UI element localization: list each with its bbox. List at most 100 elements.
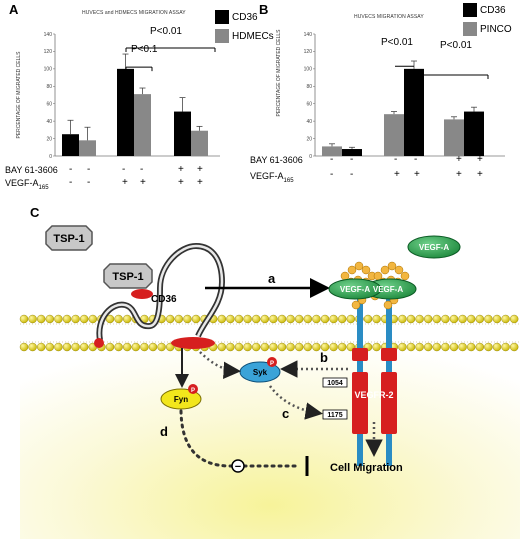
membrane-bead (312, 342, 321, 352)
membrane-bead (424, 342, 433, 352)
membrane-bead (475, 342, 484, 352)
legend-label: CD36 (232, 11, 258, 23)
panel-b-sign: + (477, 169, 483, 180)
panel-a-sign: + (178, 177, 184, 188)
membrane-bead (243, 342, 252, 352)
membrane-bead (157, 342, 166, 352)
membrane-bead (19, 314, 29, 324)
membrane-bead (303, 314, 312, 324)
membrane-bead (484, 314, 493, 324)
panel-a-sign: + (140, 177, 146, 188)
membrane-bead (28, 314, 37, 324)
arrow-a-label: a (268, 271, 276, 286)
membrane-bead (183, 314, 192, 324)
membrane-bead (492, 342, 502, 352)
panel-b-sign: - (330, 154, 334, 165)
panel-a-sig-1: P<0.1 (131, 44, 158, 55)
membrane-bead (484, 342, 493, 352)
membrane-bead (320, 314, 330, 324)
panel-a-sign: - (122, 164, 126, 175)
receptor-bead (380, 265, 390, 275)
membrane-bead (54, 314, 63, 324)
vegfa-free: VEGF-A (407, 235, 461, 259)
vegfa-bound: VEGF-A VEGF-A (328, 278, 417, 300)
panel-a-sign: - (69, 164, 73, 175)
membrane-bead (501, 342, 510, 352)
arrow-d (179, 409, 302, 468)
membrane-bead (458, 314, 467, 324)
membrane-bead (234, 314, 244, 324)
receptor-bead (347, 265, 357, 275)
y-tick-label: 140 (44, 32, 53, 38)
membrane-bead (277, 342, 287, 352)
tsp1-bound: TSP-1 (103, 263, 153, 289)
bar (174, 111, 191, 156)
receptor-bead (351, 300, 361, 310)
membrane-bead (269, 342, 278, 352)
membrane-bead (269, 314, 278, 324)
y-tick-label: 0 (49, 154, 52, 160)
bar (62, 134, 79, 156)
panel-c-diagram: TSP-1 CD36 TSP-1 a VEGF-A VEGFR-2 VEGF-A (19, 225, 520, 539)
receptor-bead (361, 265, 371, 275)
panel-b-sign: - (394, 154, 398, 165)
panel-a-sign: - (87, 177, 91, 188)
membrane-bead (54, 342, 63, 352)
legend-item-cd36: CD36 (215, 10, 274, 24)
membrane-bead (165, 342, 175, 352)
cytoplasm-glow (20, 315, 520, 539)
panel-b-sign: + (477, 154, 483, 165)
membrane-bead (312, 314, 321, 324)
membrane-bead (449, 342, 459, 352)
membrane-bead (28, 342, 37, 352)
membrane-bead (398, 342, 407, 352)
bar (191, 130, 208, 156)
fyn-label: Fyn (174, 395, 188, 404)
legend-item-cd36: CD36 (463, 3, 512, 17)
panel-b-bay-label: BAY 61-3606 (250, 155, 303, 165)
membrane-bead (105, 314, 115, 324)
membrane-bead (114, 314, 123, 324)
panel-b-title: HUVECS MIGRATION ASSAY (354, 14, 424, 20)
panel-b-sign: + (456, 154, 462, 165)
membrane-bead (122, 314, 132, 324)
cell-membrane (19, 314, 520, 352)
membrane-bead (105, 342, 115, 352)
cell-migration-label: Cell Migration (330, 462, 403, 474)
membrane-bead (234, 342, 244, 352)
vegfa-bound-label-1: VEGF-A (340, 285, 370, 294)
membrane-bead (415, 342, 424, 352)
membrane-bead (71, 314, 80, 324)
receptor-bead (340, 271, 350, 281)
membrane-bead (458, 342, 467, 352)
membrane-bead (406, 314, 416, 324)
panel-b-sign: - (330, 169, 334, 180)
panel-a-ylabel: PERCENTAGE OF MIGRATED CELLS (16, 51, 22, 139)
y-tick-label: 0 (309, 154, 312, 160)
panel-a-letter: A (9, 2, 19, 17)
panel-a-sign: - (140, 164, 144, 175)
receptor-bead (400, 271, 410, 281)
membrane-bead (226, 314, 235, 324)
membrane-bead (432, 342, 441, 352)
site-1054-box (322, 377, 348, 388)
membrane-bead (432, 314, 441, 324)
y-tick-label: 100 (44, 67, 53, 73)
tsp1-bound-label: TSP-1 (112, 271, 143, 283)
vegfr2-label: VEGFR-2 (354, 390, 393, 400)
legend-swatch (463, 22, 477, 36)
tsp1-free: TSP-1 (45, 225, 93, 251)
membrane-bead (415, 314, 424, 324)
membrane-bead (45, 342, 54, 352)
membrane-bead (295, 342, 304, 352)
membrane-bead (37, 314, 46, 324)
legend-label: HDMECs (232, 30, 274, 42)
panel-a-sign: + (122, 177, 128, 188)
receptor-bead (383, 300, 393, 310)
y-tick-label: 60 (306, 102, 312, 108)
cd36-anchor (94, 338, 104, 348)
panel-b-sign: - (350, 154, 354, 165)
membrane-bead (441, 342, 450, 352)
panel-a-sign: + (197, 164, 203, 175)
membrane-bead (320, 342, 330, 352)
